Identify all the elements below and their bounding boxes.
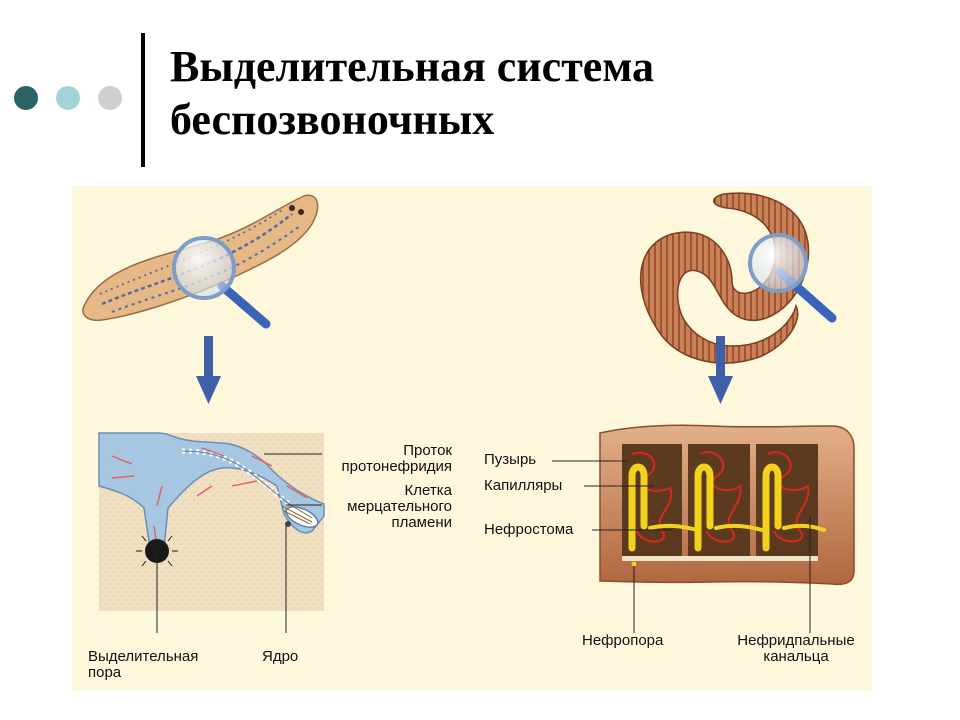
bullet-dot-gray bbox=[98, 86, 122, 110]
magnifier-left-icon bbox=[172, 236, 271, 329]
label-excretory-pore: Выделительная пора bbox=[88, 648, 199, 681]
nephridia-diagram bbox=[599, 424, 855, 586]
arrow-down-right-icon bbox=[708, 336, 733, 404]
slide-title: Выделительная система беспозвоночных bbox=[170, 40, 654, 146]
label-protonephridia-duct: Проток протонефридия bbox=[341, 442, 452, 475]
arrow-down-left-icon bbox=[196, 336, 221, 404]
label-capillaries: Капилляры bbox=[484, 477, 563, 494]
protonephridia-diagram bbox=[98, 432, 325, 611]
bullet-dot-teal bbox=[56, 86, 80, 110]
label-nephropore: Нефропора bbox=[582, 632, 664, 649]
title-divider bbox=[141, 33, 145, 167]
magnifier-right-icon bbox=[748, 233, 837, 323]
title-line-1: Выделительная система bbox=[170, 42, 654, 91]
bullet-dot-dark bbox=[14, 86, 38, 110]
label-nephrostome: Нефростома bbox=[484, 521, 574, 538]
right-leader-lines bbox=[552, 460, 811, 633]
title-line-2: беспозвоночных bbox=[170, 95, 495, 144]
decorative-bullet-dots bbox=[14, 86, 134, 114]
label-nucleus: Ядро bbox=[262, 648, 299, 665]
label-bladder: Пузырь bbox=[484, 451, 537, 468]
label-flame-cell: Клетка мерцательного пламени bbox=[347, 482, 452, 531]
illustration-panel: Проток протонефридия Клетка мерцательног… bbox=[72, 186, 872, 691]
left-leader-lines bbox=[156, 453, 322, 633]
label-nephridial-canals: Нефридпальные канальца bbox=[737, 632, 855, 665]
